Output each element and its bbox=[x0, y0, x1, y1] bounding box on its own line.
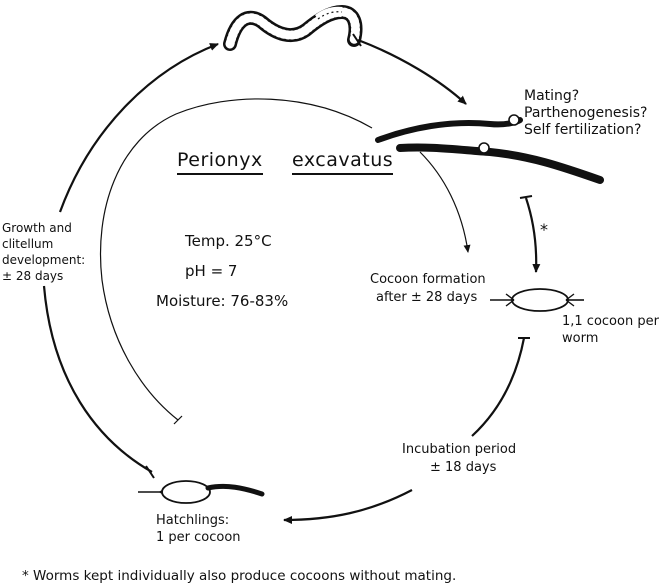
species-genus: Perionyx bbox=[177, 148, 263, 175]
inner-cycle-arc bbox=[99, 98, 373, 421]
label-self-fertilization: Self fertilization? bbox=[524, 122, 642, 138]
condition-ph: pH = 7 bbox=[185, 262, 238, 280]
mating-worms-icon bbox=[375, 114, 604, 184]
inner-arrow-to-cocoon bbox=[419, 151, 471, 253]
arrow-adult-to-mating bbox=[357, 38, 467, 105]
label-incubation: Incubation period bbox=[402, 442, 517, 457]
condition-moisture: Moisture: 76-83% bbox=[156, 292, 289, 310]
label-growth-time: ± 28 days bbox=[2, 269, 64, 283]
label-incubation-time: ± 18 days bbox=[430, 460, 497, 475]
arrow-growth-to-adult bbox=[58, 42, 219, 213]
label-cocoon-formation-time: after ± 28 days bbox=[376, 290, 478, 305]
label-cocoon-rate: 1,1 cocoon per bbox=[562, 314, 659, 329]
label-mating: Mating? bbox=[524, 88, 580, 104]
label-parthenogenesis: Parthenogenesis? bbox=[524, 105, 648, 121]
arrow-mating-to-cocoon bbox=[524, 197, 541, 273]
label-cocoon-rate-unit: worm bbox=[562, 331, 599, 346]
label-growth: Growth and bbox=[2, 221, 72, 235]
adult-worm-icon bbox=[223, 4, 363, 51]
cocoon-icon bbox=[490, 288, 584, 312]
arrow-hatchlings-to-growth bbox=[42, 285, 153, 473]
label-cocoon-formation: Cocoon formation bbox=[370, 272, 486, 287]
hatchling-cocoon-icon bbox=[138, 480, 265, 504]
species-epithet: excavatus bbox=[292, 148, 394, 175]
label-clitellum: clitellum bbox=[2, 237, 54, 251]
asterisk-marker: * bbox=[540, 220, 548, 239]
footnote: * Worms kept individually also produce c… bbox=[22, 568, 457, 584]
arrow-incubation-to-hatchlings bbox=[283, 489, 413, 524]
arrow-cocoon-to-incubation bbox=[471, 337, 526, 437]
label-development: development: bbox=[2, 253, 86, 267]
label-hatchlings: Hatchlings: bbox=[156, 513, 230, 528]
condition-temperature: Temp. 25°C bbox=[185, 232, 272, 250]
label-hatchlings-count: 1 per cocoon bbox=[156, 530, 241, 545]
